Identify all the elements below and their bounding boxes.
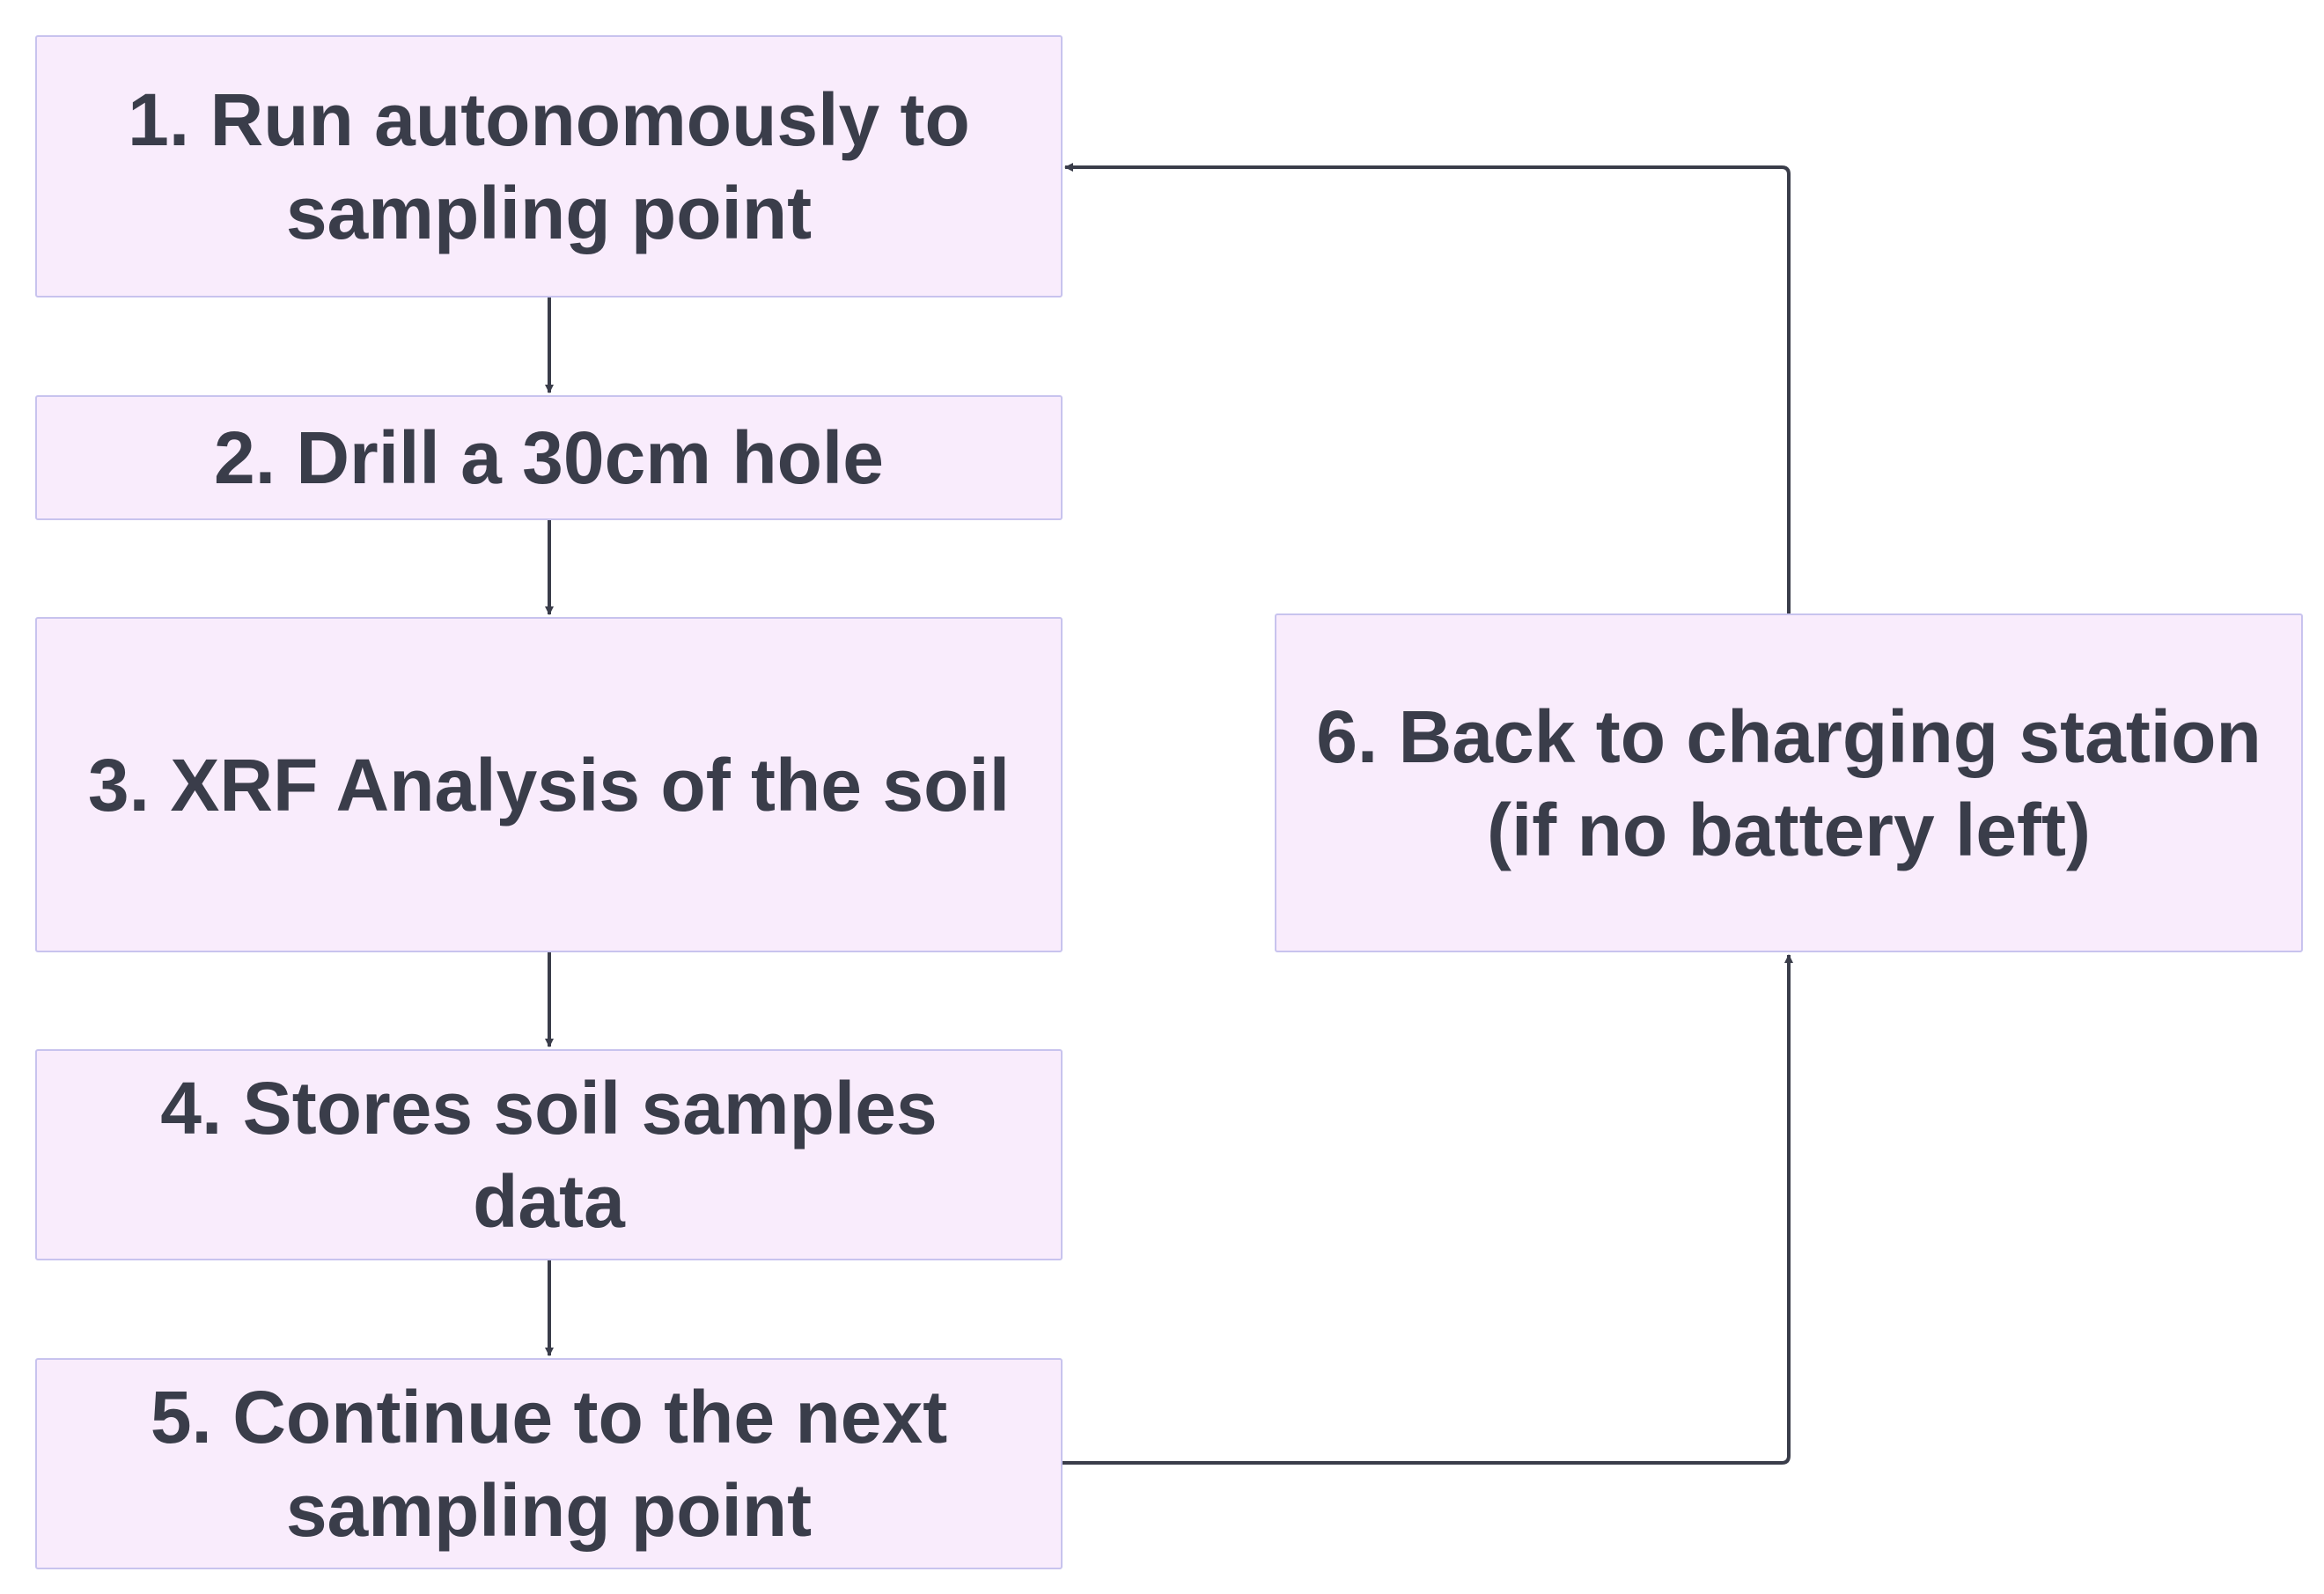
step-5-node[interactable]: 5. Continue to the next sampling point: [35, 1358, 1063, 1569]
step-1-line-2: sampling point: [285, 172, 813, 254]
step-6-node[interactable]: 6. Back to charging station (if no batte…: [1275, 613, 2303, 952]
edge-5-to-6: [1063, 954, 1793, 1465]
step-6-line-2: (if no battery left): [1486, 788, 2091, 871]
step-5-line-1: 5. Continue to the next: [150, 1376, 948, 1458]
step-6-label: 6. Back to charging station (if no batte…: [1316, 690, 2261, 877]
step-4-line-2: data: [473, 1160, 625, 1243]
step-4-line-1: 4. Stores soil samples: [160, 1067, 938, 1150]
step-1-node[interactable]: 1. Run autonomously to sampling point: [35, 35, 1063, 297]
step-5-line-2: sampling point: [285, 1469, 813, 1552]
step-5-label: 5. Continue to the next sampling point: [151, 1370, 947, 1557]
step-4-label: 4. Stores soil samples data: [160, 1061, 937, 1248]
step-1-label: 1. Run autonomously to sampling point: [128, 73, 970, 260]
step-3-label: 3. XRF Analysis of the soil: [88, 738, 1010, 832]
step-6-line-1: 6. Back to charging station: [1316, 694, 2261, 778]
step-3-line-1: 3. XRF Analysis of the soil: [87, 743, 1011, 826]
step-3-node[interactable]: 3. XRF Analysis of the soil: [35, 617, 1063, 952]
step-2-node[interactable]: 2. Drill a 30cm hole: [35, 395, 1063, 520]
step-2-label: 2. Drill a 30cm hole: [214, 411, 884, 504]
step-2-line-1: 2. Drill a 30cm hole: [213, 416, 884, 499]
step-1-line-1: 1. Run autonomously to: [128, 78, 970, 161]
edge-6-to-1: [1064, 163, 1791, 613]
step-4-node[interactable]: 4. Stores soil samples data: [35, 1049, 1063, 1260]
